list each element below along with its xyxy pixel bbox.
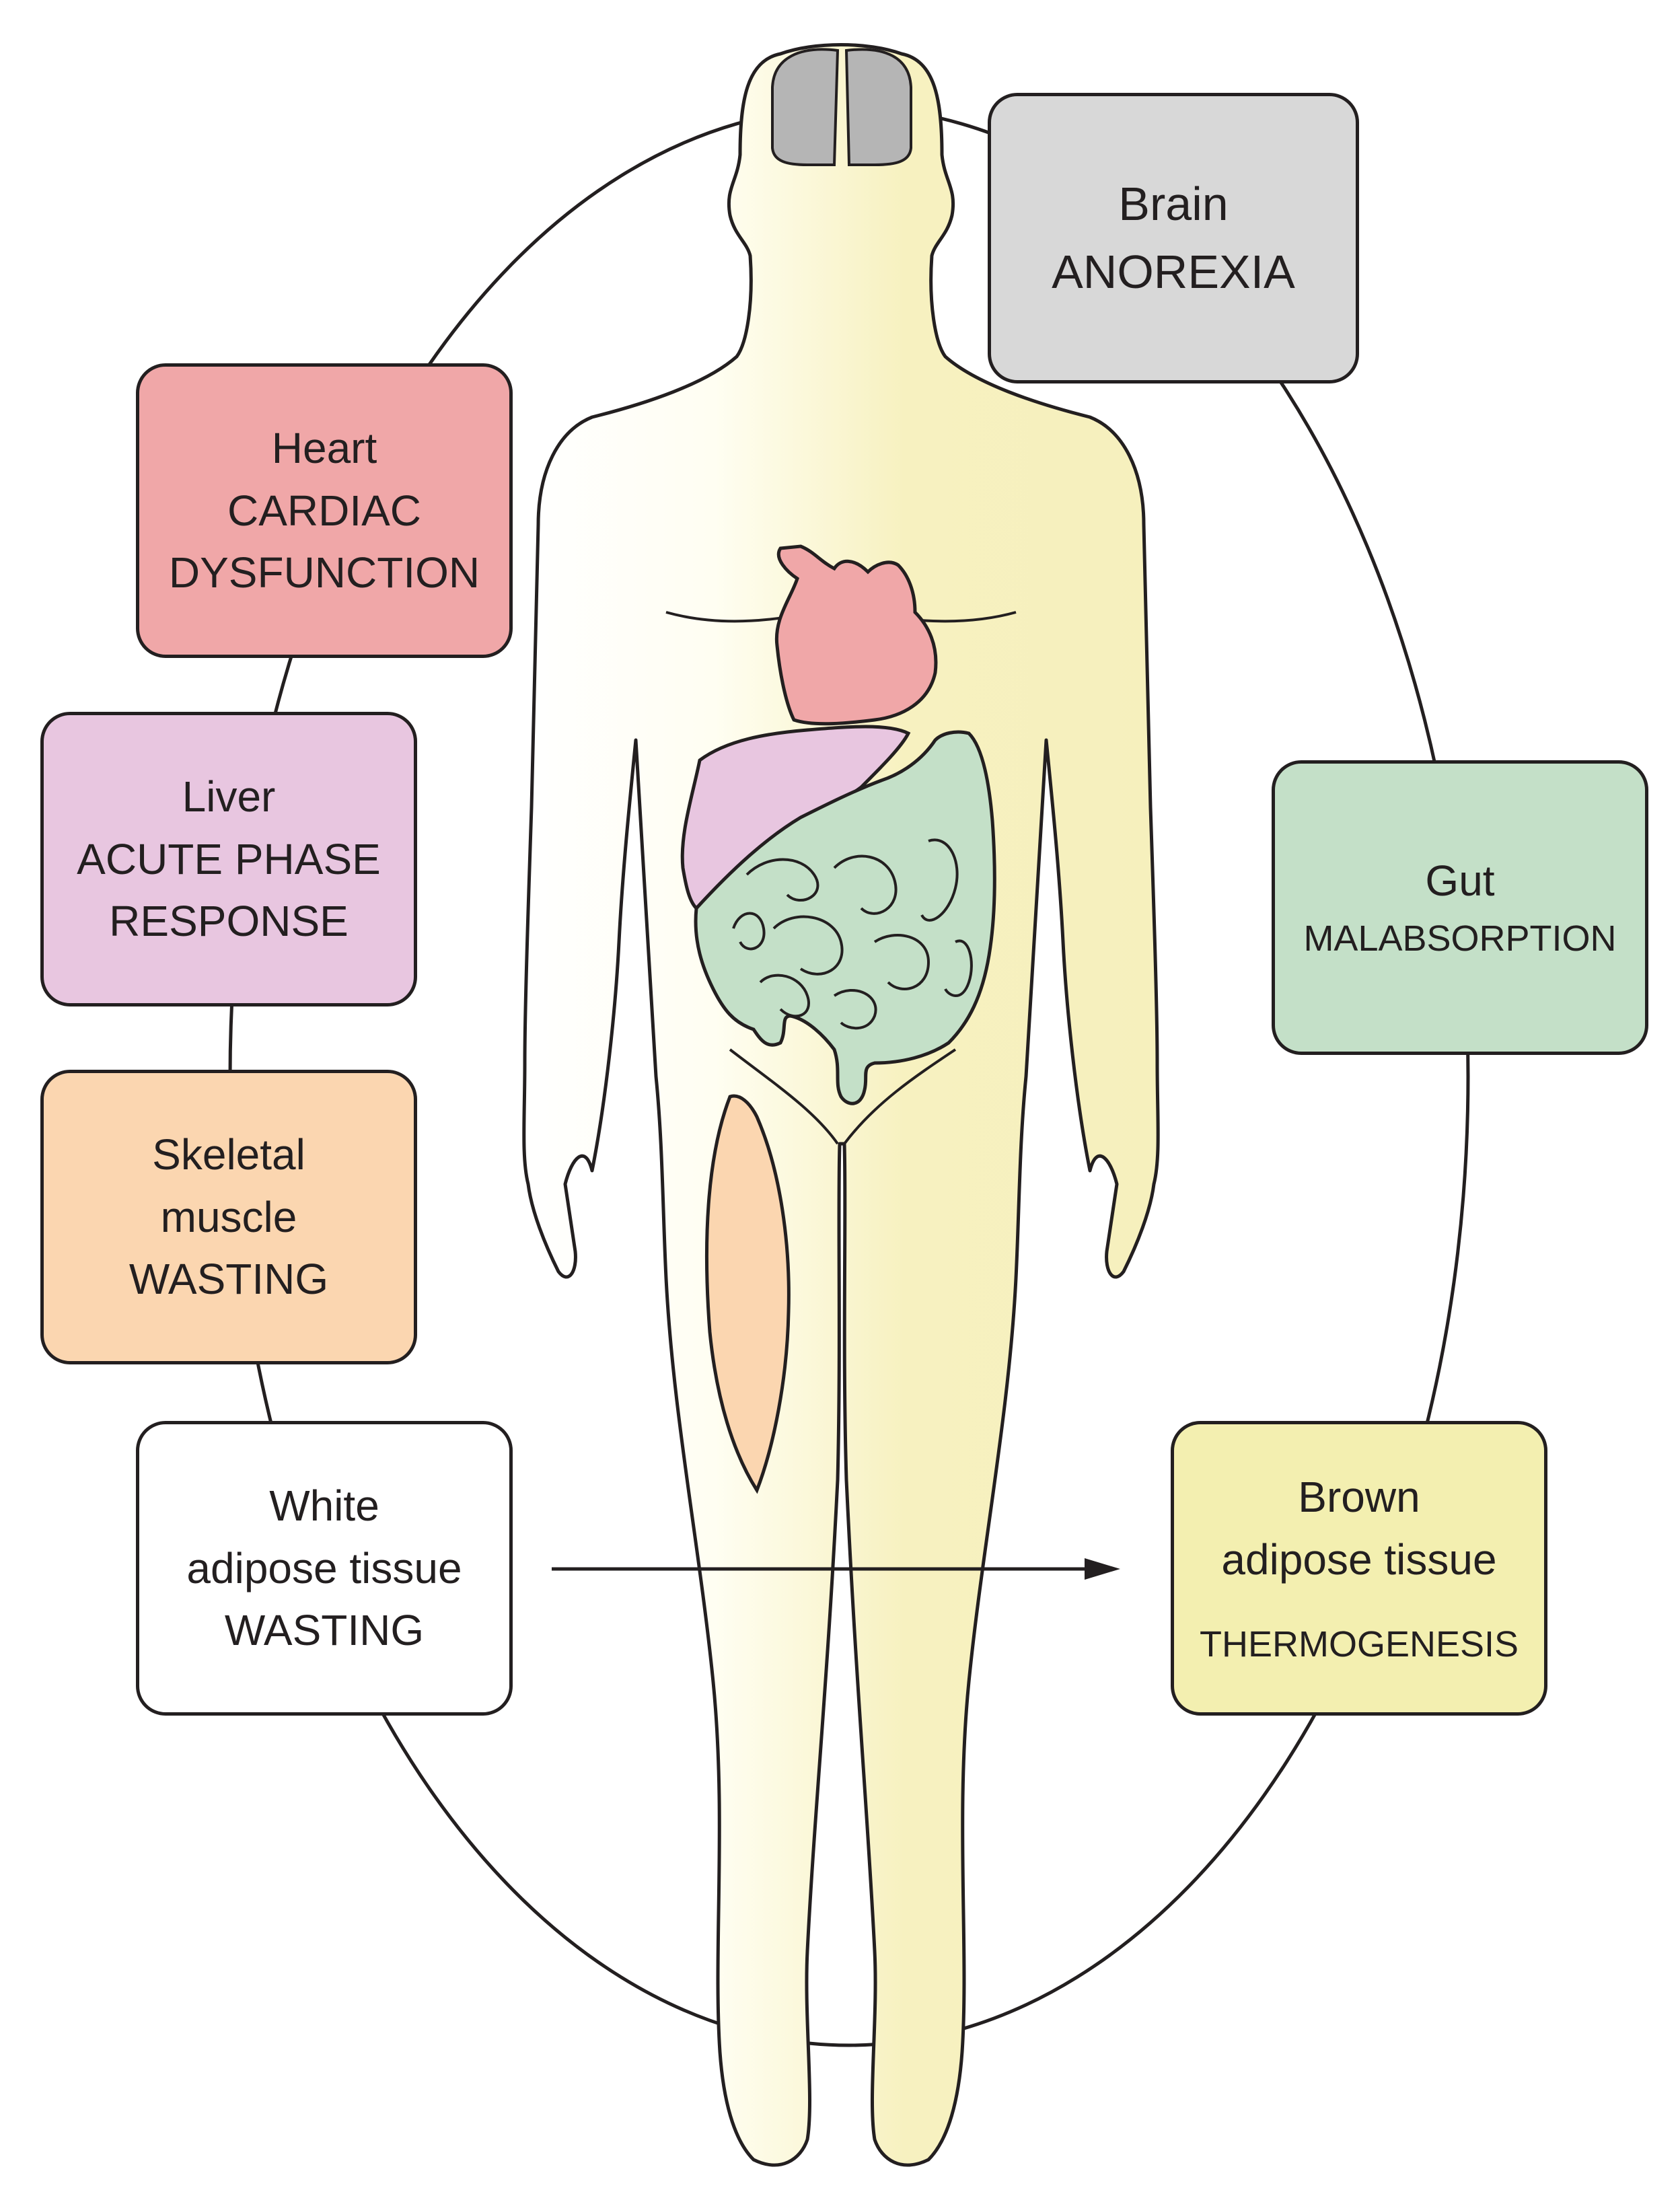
brown-adipose-line2: adipose tissue xyxy=(1221,1535,1497,1584)
gut-box: Gut MALABSORPTION xyxy=(1272,760,1648,1055)
brain-right-lobe xyxy=(844,48,912,166)
heart-organ xyxy=(774,544,938,726)
muscle-effect-label: WASTING xyxy=(129,1255,329,1304)
heart-effect-line1: CARDIAC xyxy=(227,486,422,535)
muscle-organ xyxy=(704,1094,791,1494)
gut-effect-label: MALABSORPTION xyxy=(1303,918,1617,959)
intestine-coils xyxy=(732,838,973,1030)
muscle-organ-line2: muscle xyxy=(160,1192,297,1241)
brown-adipose-line1: Brown xyxy=(1298,1473,1420,1522)
brain-left-lobe xyxy=(771,48,840,166)
gut-organ xyxy=(694,730,996,1105)
body-silhouette xyxy=(522,43,1160,2167)
gut-organ-label: Gut xyxy=(1425,856,1495,906)
brain-organ-label: Brain xyxy=(1118,177,1229,230)
heart-organ-label: Heart xyxy=(271,423,377,472)
heart-box: Heart CARDIAC DYSFUNCTION xyxy=(136,363,513,658)
liver-organ-label: Liver xyxy=(182,772,276,821)
liver-box: Liver ACUTE PHASE RESPONSE xyxy=(40,712,417,1006)
heart-effect-line2: DYSFUNCTION xyxy=(168,548,480,597)
muscle-organ-line1: Skeletal xyxy=(152,1130,305,1179)
white-adipose-line2: adipose tissue xyxy=(186,1543,462,1592)
white-adipose-line1: White xyxy=(269,1481,379,1530)
brown-adipose-box: Brown adipose tissue THERMOGENESIS xyxy=(1171,1421,1547,1716)
arrow-head xyxy=(1085,1558,1120,1580)
white-adipose-box: White adipose tissue WASTING xyxy=(136,1421,513,1716)
white-adipose-effect: WASTING xyxy=(224,1606,425,1655)
liver-effect-line1: ACUTE PHASE xyxy=(77,834,381,883)
skeletal-muscle-box: Skeletal muscle WASTING xyxy=(40,1070,417,1364)
brown-adipose-effect: THERMOGENESIS xyxy=(1199,1623,1519,1664)
groin-lines xyxy=(729,1048,957,1145)
brain-effect-label: ANOREXIA xyxy=(1052,246,1295,298)
liver-effect-line2: RESPONSE xyxy=(109,897,349,946)
brain-box: Brain ANOREXIA xyxy=(988,93,1359,383)
